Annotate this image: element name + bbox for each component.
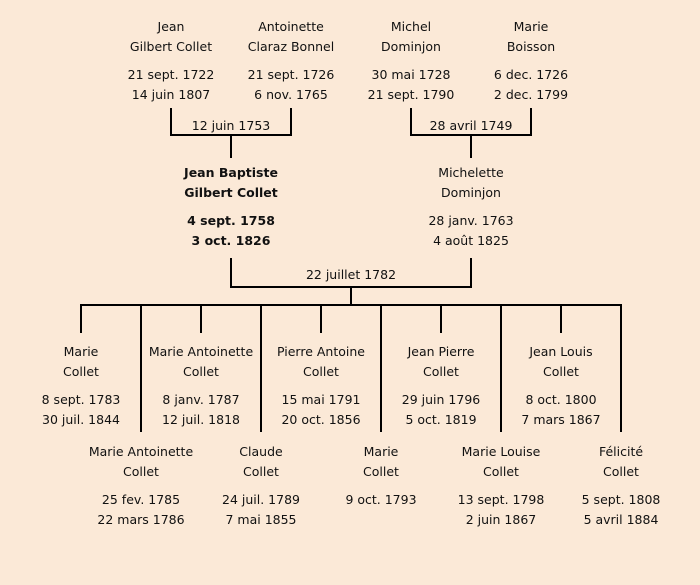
death-date: 5 oct. 1819 [405,412,477,427]
person-first-name: Félicité [598,444,644,459]
death-date: 3 oct. 1826 [191,233,271,248]
person-last-name: Dominjon [441,185,501,200]
birth-date: 6 dec. 1726 [493,67,569,82]
person-first-name: Marie Antoinette [148,344,254,359]
person-first-name: Jean Louis [529,344,593,359]
person-antoinette-claraz-bonnel: Antoinette Claraz Bonnel 21 sept. 1726 6… [221,17,361,105]
birth-date: 30 mai 1728 [371,67,451,82]
death-date: 6 nov. 1765 [254,87,328,102]
death-date: 12 juil. 1818 [162,412,240,427]
person-last-name: Gilbert Collet [129,39,213,54]
death-date: 5 avril 1884 [583,512,659,527]
child-lines [80,305,622,432]
person-first-name: Marie [363,444,399,459]
death-date: 7 mars 1867 [521,412,601,427]
person-first-name: Jean Baptiste [184,165,278,180]
marriage-bracket-parents [230,258,472,305]
person-jean-gilbert-collet: Jean Gilbert Collet 21 sept. 1722 14 jui… [101,17,241,105]
death-date: 4 août 1825 [433,233,509,248]
person-first-name: Jean Pierre [407,344,475,359]
birth-date: 8 oct. 1800 [525,392,597,407]
person-first-name: Claude [239,444,283,459]
person-first-name: Marie [513,19,549,34]
birth-date: 8 sept. 1783 [41,392,121,407]
marriage-bracket-dominjon [410,108,532,158]
person-first-name: Antoinette [258,19,324,34]
death-date: 30 juil. 1844 [42,412,120,427]
person-first-name: Michelette [438,165,504,180]
birth-date: 29 juin 1796 [401,392,481,407]
person-last-name: Claraz Bonnel [247,39,335,54]
death-date: 21 sept. 1790 [367,87,455,102]
birth-date: 13 sept. 1798 [457,492,545,507]
marriage-date: 12 juin 1753 [191,118,271,133]
birth-date: 28 janv. 1763 [428,213,514,228]
birth-date: 24 juil. 1789 [222,492,300,507]
death-date: 7 mai 1855 [225,512,297,527]
person-last-name: Collet [243,464,279,479]
birth-date: 9 oct. 1793 [345,492,417,507]
death-date: 22 mars 1786 [97,512,185,527]
birth-date: 4 sept. 1758 [187,213,275,228]
person-last-name: Collet [603,464,639,479]
birth-date: 15 mai 1791 [281,392,361,407]
person-first-name: Jean [157,19,185,34]
person-jean-baptiste-gilbert-collet: Jean Baptiste Gilbert Collet 4 sept. 175… [161,163,301,251]
birth-date: 25 fev. 1785 [101,492,181,507]
birth-date: 5 sept. 1808 [581,492,661,507]
person-last-name: Collet [483,464,519,479]
birth-date: 21 sept. 1726 [247,67,335,82]
person-first-name: Pierre Antoine [277,344,365,359]
person-michelette-dominjon: Michelette Dominjon 28 janv. 1763 4 août… [401,163,541,251]
person-last-name: Dominjon [381,39,441,54]
person-first-name: Marie Antoinette [88,444,194,459]
person-first-name: Marie [63,344,99,359]
person-first-name: Michel [390,19,432,34]
person-last-name: Collet [363,464,399,479]
person-first-name: Marie Louise [461,444,541,459]
death-date: 2 dec. 1799 [493,87,569,102]
person-last-name: Collet [423,364,459,379]
birth-date: 21 sept. 1722 [127,67,215,82]
person-marie-boisson: Marie Boisson 6 dec. 1726 2 dec. 1799 [461,17,601,105]
marriage-date: 28 avril 1749 [429,118,513,133]
person-michel-dominjon: Michel Dominjon 30 mai 1728 21 sept. 179… [341,17,481,105]
death-date: 14 juin 1807 [131,87,211,102]
death-date: 20 oct. 1856 [281,412,361,427]
person-last-name: Collet [303,364,339,379]
birth-date: 8 janv. 1787 [162,392,240,407]
marriage-bracket-collet [170,108,292,158]
person-last-name: Collet [123,464,159,479]
person-last-name: Gilbert Collet [184,185,278,200]
death-date: 2 juin 1867 [465,512,537,527]
person-last-name: Boisson [506,39,556,54]
person-last-name: Collet [183,364,219,379]
marriage-date: 22 juillet 1782 [305,267,397,282]
person-last-name: Collet [543,364,579,379]
person-last-name: Collet [63,364,99,379]
